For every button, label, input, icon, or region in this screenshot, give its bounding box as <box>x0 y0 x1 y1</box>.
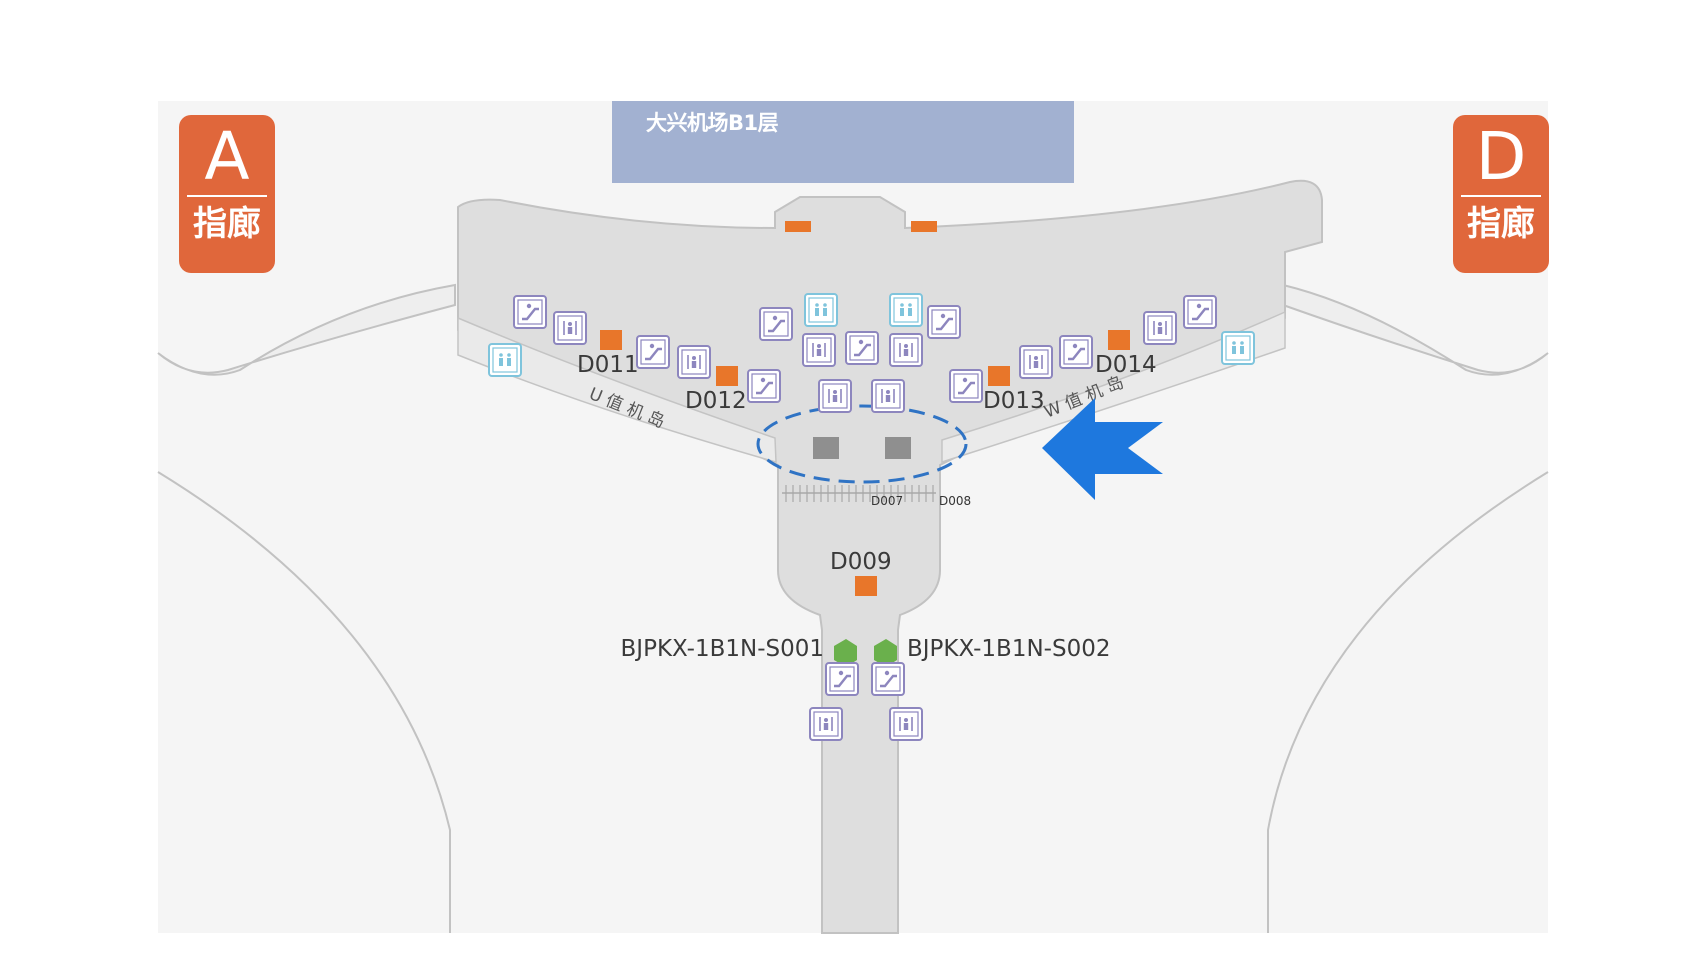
station-marker-s002 <box>874 639 897 667</box>
door-marker <box>785 221 811 232</box>
restroom-icon <box>488 343 522 377</box>
gate-marker-d009 <box>855 576 877 596</box>
gate-marker-d014 <box>1108 330 1130 350</box>
title-band: 大兴机场B1层 <box>612 101 1074 183</box>
highlight-ellipse <box>756 404 968 484</box>
elevator-icon <box>871 379 905 413</box>
escalator-icon <box>825 662 859 696</box>
badge-divider <box>1461 195 1541 197</box>
escalator-icon <box>927 305 961 339</box>
concourse-d-badge: D 指廊 <box>1453 115 1549 273</box>
elevator-icon <box>818 379 852 413</box>
gate-label-d008: D008 <box>939 494 971 508</box>
facility-icons <box>488 293 1255 741</box>
gate-label-d014: D014 <box>1095 352 1157 378</box>
gate-label-d011: D011 <box>577 352 639 378</box>
elevator-icon <box>809 707 843 741</box>
gate-marker-d011 <box>600 330 622 350</box>
gate-label-d009: D009 <box>830 549 892 575</box>
concourse-a-letter: A <box>204 118 250 195</box>
direction-arrow <box>1042 398 1163 500</box>
elevator-icon <box>802 333 836 367</box>
restroom-icon <box>1221 331 1255 365</box>
door-marker <box>911 221 937 232</box>
elevator-icon <box>889 333 923 367</box>
escalator-icon <box>759 307 793 341</box>
elevator-icon <box>553 311 587 345</box>
checkin-island-w <box>941 310 1286 464</box>
map-title: 大兴机场B1层 <box>646 111 779 135</box>
kiosk <box>885 437 911 459</box>
station-label-s001: BJPKX-1B1N-S001 <box>621 636 824 662</box>
apron-edge-left <box>157 471 451 933</box>
escalator-icon <box>1183 295 1217 329</box>
restroom-icon <box>804 293 838 327</box>
escalator-icon <box>949 369 983 403</box>
escalator-icon <box>845 331 879 365</box>
escalator-icon <box>636 335 670 369</box>
escalator-icon <box>871 662 905 696</box>
elevator-icon <box>889 707 923 741</box>
concourse-a-badge: A 指廊 <box>179 115 275 273</box>
restroom-icon <box>889 293 923 327</box>
gate-marker-d012 <box>716 366 738 386</box>
elevator-icon <box>1143 311 1177 345</box>
elevator-icon <box>1019 345 1053 379</box>
gate-label-d007: D007 <box>871 494 903 508</box>
gate-label-d013: D013 <box>983 388 1045 414</box>
concourse-a-word: 指廊 <box>193 204 261 244</box>
gate-marker-d013 <box>988 366 1010 386</box>
badge-divider <box>187 195 267 197</box>
pier-left <box>157 283 456 376</box>
apron-edge-right <box>1267 471 1549 933</box>
concourse-d-letter: D <box>1475 118 1527 195</box>
escalator-icon <box>513 295 547 329</box>
escalator-icon <box>747 369 781 403</box>
kiosk <box>813 437 839 459</box>
station-marker-s001 <box>834 639 857 667</box>
concourse-d-word: 指廊 <box>1467 204 1535 244</box>
escalator-icon <box>1059 335 1093 369</box>
station-label-s002: BJPKX-1B1N-S002 <box>907 636 1110 662</box>
gate-label-d012: D012 <box>685 388 747 414</box>
elevator-icon <box>677 345 711 379</box>
checkin-island-u <box>457 316 777 464</box>
